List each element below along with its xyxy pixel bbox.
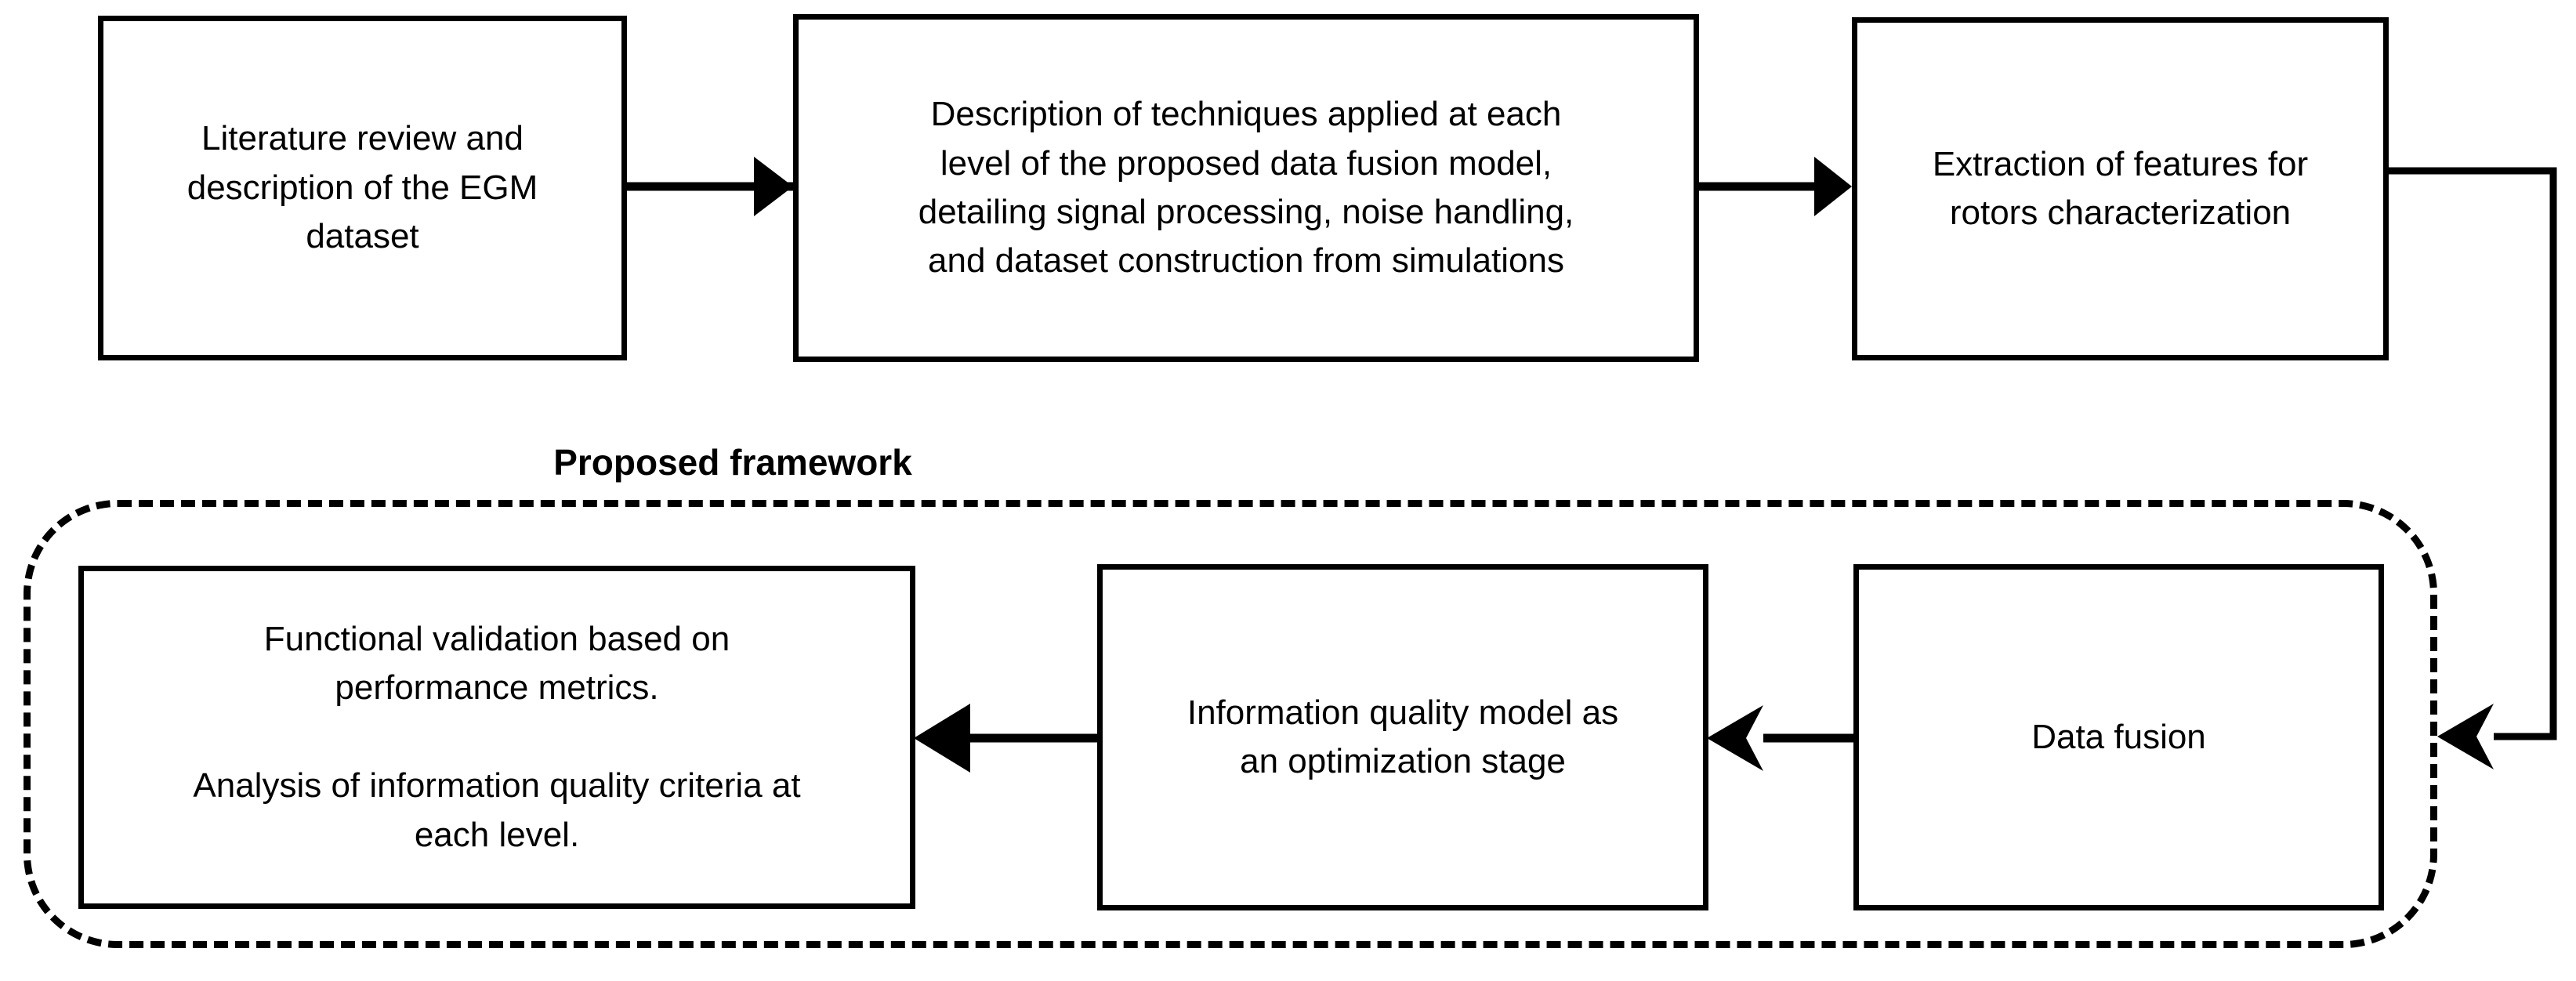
arrow-description-to-extraction [1699, 157, 1852, 216]
data-fusion-text: Data fusion [2031, 717, 2206, 756]
proposed-framework-label: Proposed framework [553, 442, 912, 483]
description-of-techniques-text: Description of techniques applied at eac… [918, 95, 1574, 281]
functional-validation-box[interactable]: Functional validation based on performan… [78, 566, 915, 909]
literature-review-text: Literature review and description of the… [187, 119, 538, 256]
functional-validation-text: Functional validation based on performan… [193, 619, 801, 854]
data-fusion-box[interactable]: Data fusion [1853, 564, 2384, 910]
literature-review-box[interactable]: Literature review and description of the… [98, 16, 627, 360]
extraction-of-features-box[interactable]: Extraction of features for rotors charac… [1852, 17, 2389, 360]
information-quality-model-box[interactable]: Information quality model as an optimiza… [1097, 564, 1708, 910]
description-of-techniques-box[interactable]: Description of techniques applied at eac… [793, 14, 1699, 362]
information-quality-model-text: Information quality model as an optimiza… [1187, 693, 1619, 780]
extraction-of-features-text: Extraction of features for rotors charac… [1932, 144, 2309, 232]
